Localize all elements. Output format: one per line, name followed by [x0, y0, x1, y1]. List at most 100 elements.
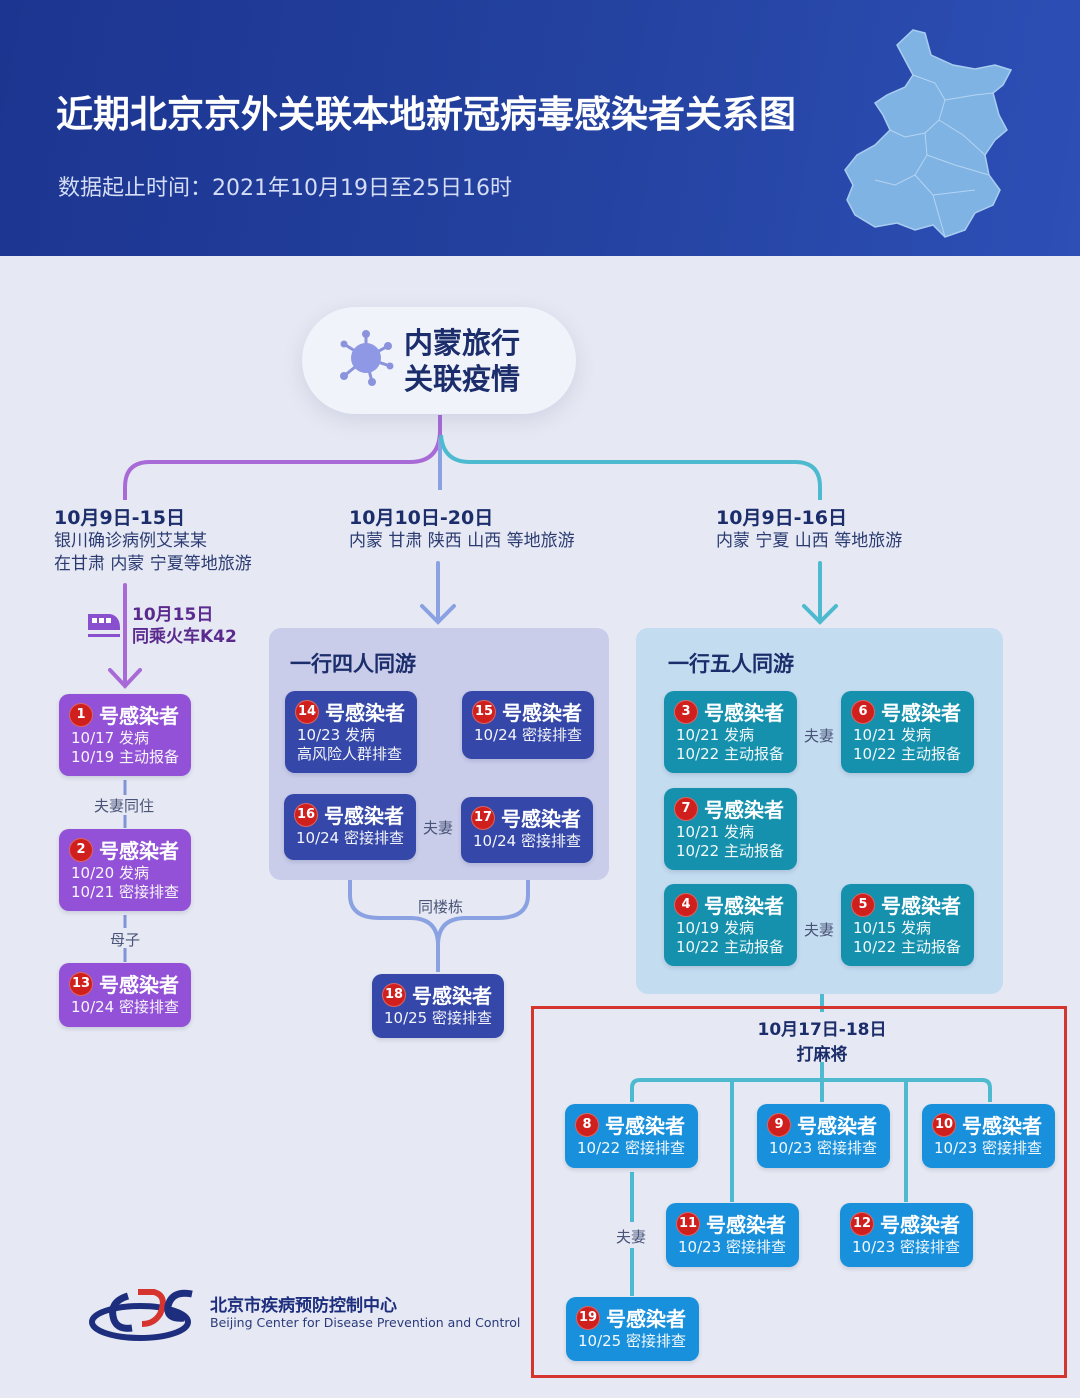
page-title: 近期北京京外关联本地新冠病毒感染者关系图	[56, 93, 796, 136]
case-detail: 10/23 发病	[297, 726, 375, 744]
case-label: 号感染者	[325, 701, 405, 725]
case-number-badge: 19	[576, 1305, 600, 1330]
virus-icon	[340, 330, 394, 386]
train-label: 10月15日 同乘火车K42	[132, 604, 237, 648]
case-detail: 10/24 密接排查	[474, 726, 582, 744]
case-detail: 10/23 密接排查	[852, 1238, 960, 1256]
case-number-badge: 1	[69, 702, 93, 727]
case-detail: 10/23 密接排查	[934, 1139, 1042, 1157]
case-number-badge: 11	[676, 1211, 700, 1236]
branch-desc: 在甘肃 内蒙 宁夏等地旅游	[54, 554, 252, 574]
case-number-badge: 13	[69, 971, 93, 996]
case-detail: 10/15 发病	[853, 919, 931, 937]
case-label: 号感染者	[502, 701, 582, 725]
case-number-badge: 15	[472, 699, 496, 724]
case-label: 号感染者	[324, 804, 404, 828]
case-detail: 10/21 发病	[853, 726, 931, 744]
train-desc: 同乘火车K42	[132, 627, 237, 647]
case-detail: 10/17 发病	[71, 729, 149, 747]
branch-left-label: 10月9日-15日 银川确诊病例艾某某 在甘肃 内蒙 宁夏等地旅游	[54, 503, 252, 576]
branch-date: 10月10日-20日	[349, 507, 494, 529]
case-detail: 10/20 发病	[71, 864, 149, 882]
case-detail: 10/24 密接排查	[473, 832, 581, 850]
case-number-badge: 2	[69, 837, 93, 862]
case-detail: 10/22 主动报备	[676, 938, 784, 956]
relation-label: 夫妻	[804, 921, 835, 939]
case-label: 号感染者	[606, 1307, 686, 1331]
case-number-badge: 17	[471, 805, 495, 830]
case-detail: 10/23 密接排查	[769, 1139, 877, 1157]
case-number-badge: 7	[674, 796, 698, 821]
case-label: 号感染者	[962, 1114, 1042, 1138]
case-label: 号感染者	[99, 839, 179, 863]
case-detail: 10/19 发病	[676, 919, 754, 937]
case-detail: 10/23 密接排查	[678, 1238, 786, 1256]
data-period: 数据起止时间：2021年10月19日至25日16时	[58, 176, 512, 201]
case-number-badge: 18	[382, 982, 406, 1007]
branch-desc: 银川确诊病例艾某某	[54, 531, 207, 551]
event-desc: 打麻将	[796, 1045, 848, 1065]
topic-node	[302, 307, 576, 414]
case-detail: 10/19 主动报备	[71, 748, 179, 766]
highlight-box	[531, 1006, 1067, 1378]
topic-line-2: 关联疫情	[404, 362, 521, 396]
case-number-badge: 5	[851, 892, 875, 917]
case-label: 号感染者	[880, 1213, 960, 1237]
case-number-badge: 6	[851, 699, 875, 724]
relation-label: 夫妻同住	[94, 797, 155, 815]
branch-date: 10月9日-16日	[716, 507, 847, 529]
case-detail: 10/25 密接排查	[384, 1009, 492, 1027]
case-detail: 10/22 主动报备	[676, 842, 784, 860]
relation-label: 夫妻	[423, 819, 454, 837]
case-detail: 10/22 密接排查	[577, 1139, 685, 1157]
org-name-en: Beijing Center for Disease Prevention an…	[210, 1315, 521, 1330]
org-name-cn: 北京市疾病预防控制中心	[210, 1296, 397, 1316]
train-icon	[88, 614, 120, 637]
case-label: 号感染者	[99, 704, 179, 728]
case-detail: 10/24 密接排查	[71, 998, 179, 1016]
case-label: 号感染者	[99, 973, 179, 997]
case-label: 号感染者	[881, 701, 961, 725]
case-label: 号感染者	[704, 798, 784, 822]
case-number-badge: 3	[674, 699, 698, 724]
case-detail: 10/22 主动报备	[853, 938, 961, 956]
case-detail: 10/25 密接排查	[578, 1332, 686, 1350]
case-number-badge: 4	[674, 892, 698, 917]
case-number-badge: 16	[294, 802, 318, 827]
case-detail: 10/24 密接排查	[296, 829, 404, 847]
case-number-badge: 10	[932, 1112, 956, 1137]
case-detail: 10/22 主动报备	[676, 745, 784, 763]
case-label: 号感染者	[501, 807, 581, 831]
case-detail: 10/21 密接排查	[71, 883, 179, 901]
relation-label: 夫妻	[616, 1228, 647, 1246]
cdc-logo-icon	[89, 1289, 193, 1341]
case-detail: 10/21 发病	[676, 726, 754, 744]
topic-title: 内蒙旅行 关联疫情	[404, 325, 520, 397]
case-number-badge: 9	[767, 1112, 791, 1137]
case-detail: 高风险人群排查	[297, 745, 403, 763]
case-label: 号感染者	[605, 1114, 685, 1138]
case-number-badge: 14	[295, 699, 319, 724]
case-label: 号感染者	[704, 894, 784, 918]
case-number-badge: 12	[850, 1211, 874, 1236]
case-label: 号感染者	[881, 894, 961, 918]
